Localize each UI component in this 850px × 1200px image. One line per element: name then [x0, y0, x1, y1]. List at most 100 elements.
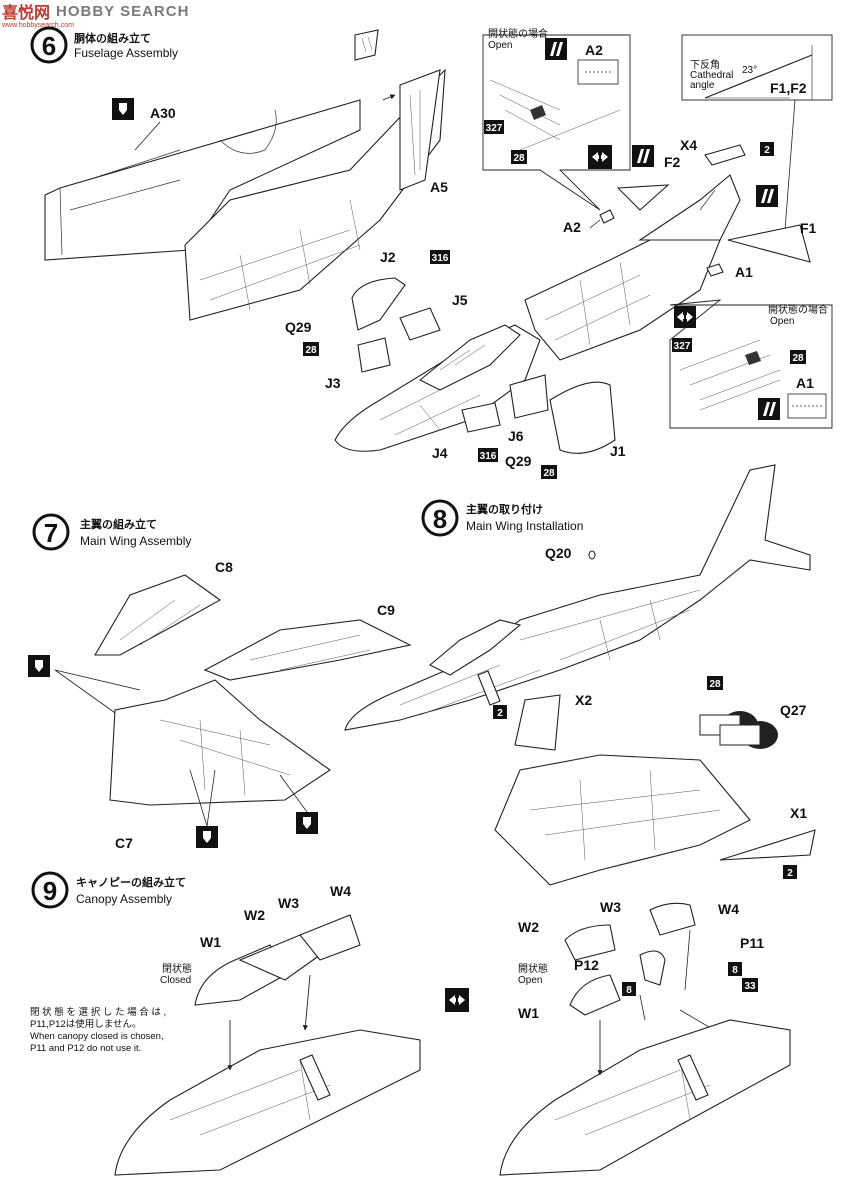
badge-28-q27: 28 — [709, 679, 721, 690]
part-label-j3: J3 — [325, 375, 341, 391]
inset-open-a2-en: Open — [488, 40, 512, 51]
part-label-j5: J5 — [452, 292, 468, 308]
step-7-title-en: Main Wing Assembly — [80, 534, 191, 548]
canopy-open-en: Open — [518, 975, 542, 986]
inset-open-a1-en: Open — [770, 316, 794, 327]
cement-icon-step7 — [28, 655, 50, 677]
part-x1 — [719, 829, 816, 861]
badge-327-inset-bottom: 327 — [674, 341, 691, 352]
step-8: 8 主翼の取り付け Main Wing Installation Q20 2 X… — [344, 464, 816, 886]
part-label-w3-closed: W3 — [278, 895, 299, 911]
part-label-p11: P11 — [740, 935, 764, 951]
canopy-closed-en: Closed — [160, 975, 191, 986]
watermark-url: www.hobbysearch.com — [2, 22, 74, 29]
part-label-q20: Q20 — [545, 545, 572, 561]
step-7-circle — [32, 513, 70, 551]
canopy-note-jp-2: P11,P12は使用しません。 — [30, 1018, 141, 1030]
part-label-j4: J4 — [432, 445, 448, 461]
badge-316-step6-top: 316 — [432, 253, 449, 264]
step-7-number: 7 — [44, 518, 58, 548]
badge-8-p12: 8 — [626, 985, 632, 996]
part-f2 — [616, 184, 670, 211]
step-8-circle — [421, 499, 459, 537]
inset-open-a1: 開状態の場合 Open 327 28 A1 — [669, 299, 833, 429]
apply-decal-icon-f2 — [632, 145, 654, 167]
aircraft-step8-drawing — [344, 464, 811, 731]
cement-icon-step7-c — [296, 812, 318, 834]
part-label-c9: C9 — [377, 602, 395, 618]
step-7: 7 主翼の組み立て Main Wing Assembly C8 C9 C7 — [28, 513, 412, 851]
badge-2-x2: 2 — [497, 708, 503, 719]
part-label-x1: X1 — [790, 805, 807, 821]
part-j3 — [357, 337, 391, 373]
part-label-w2-open: W2 — [518, 919, 539, 935]
step-9-title-en: Canopy Assembly — [76, 892, 172, 906]
part-label-a1-inset: A1 — [796, 375, 814, 391]
badge-28-step6-bottom: 28 — [543, 468, 555, 479]
canopy-closed-jp: 閉状態 — [162, 962, 192, 975]
step-6-circle — [30, 26, 68, 64]
part-label-j6: J6 — [508, 428, 524, 444]
canopy-note-en-1: When canopy closed is chosen, — [30, 1031, 164, 1042]
part-label-w2-closed: W2 — [244, 907, 265, 923]
step-9-number: 9 — [43, 876, 57, 906]
part-label-a1: A1 — [735, 264, 753, 280]
badge-28-step6-left: 28 — [305, 345, 317, 356]
badge-2-x4: 2 — [764, 145, 770, 156]
part-label-x2: X2 — [575, 692, 592, 708]
part-label-c7: C7 — [115, 835, 133, 851]
nose-section-drawing — [334, 324, 541, 452]
badge-28-inset-top: 28 — [513, 153, 525, 164]
canopy-open-drawing — [564, 902, 696, 1016]
badge-8-p11: 8 — [732, 965, 738, 976]
watermark-text: HOBBY SEARCH — [56, 2, 190, 20]
badge-2-x1: 2 — [787, 868, 793, 879]
canopy-note-en-2: P11 and P12 do not use it. — [30, 1043, 141, 1054]
part-label-x4: X4 — [680, 137, 697, 153]
step-9-title-jp: キャノピーの組み立て — [76, 875, 186, 889]
step-7-title-jp: 主翼の組み立て — [80, 517, 157, 531]
watermark: 喜悦网 HOBBY SEARCH — [2, 0, 190, 23]
part-j1 — [549, 381, 616, 454]
move-arrows-icon — [588, 145, 612, 169]
part-j2 — [351, 277, 406, 331]
badge-28-inset-bottom: 28 — [792, 353, 804, 364]
part-q27 — [699, 711, 778, 749]
move-arrows-icon-a1 — [674, 306, 696, 328]
step-6-number: 6 — [42, 31, 56, 61]
part-label-w1-closed: W1 — [200, 934, 221, 950]
center-fuselage-drawing — [524, 174, 741, 361]
forward-fuselage-closed — [114, 1029, 421, 1176]
dihedral-jp: 下反角 — [690, 59, 720, 71]
move-arrows-icon-step9 — [445, 988, 469, 1012]
dihedral-en-2: angle — [690, 80, 715, 91]
part-f1 — [727, 224, 811, 263]
dihedral-angle: 23° — [742, 65, 757, 76]
part-j4 — [461, 402, 501, 433]
part-label-a2-inset: A2 — [585, 42, 603, 58]
inset-open-a2: 開状態の場合 Open A2 327 28 — [482, 27, 631, 211]
badge-316-step6-bottom: 316 — [480, 451, 497, 462]
part-label-q29-a: Q29 — [285, 319, 312, 335]
part-label-f1: F1 — [800, 220, 817, 236]
step-6-title-jp: 胴体の組み立て — [74, 31, 151, 45]
part-label-w4-open: W4 — [718, 901, 739, 917]
inset-open-a1-jp: 開状態の場合 — [768, 303, 828, 316]
watermark-logo: 喜悦网 — [2, 3, 51, 22]
step-6-title-en: Fuselage Assembly — [74, 46, 178, 60]
part-label-p12: P12 — [574, 957, 599, 973]
rear-fuselage-drawing — [44, 29, 446, 321]
step-8-title-jp: 主翼の取り付け — [466, 502, 543, 516]
part-j5 — [399, 307, 441, 341]
part-label-c8: C8 — [215, 559, 233, 575]
main-wing-step8 — [494, 754, 751, 886]
dihedral-inset: 下反角 Cathedral angle 23° — [681, 34, 833, 101]
part-x4 — [704, 144, 746, 166]
part-c8 — [94, 574, 222, 656]
part-label-a30: A30 — [150, 105, 176, 121]
part-c9 — [203, 619, 412, 681]
badge-33-p11: 33 — [744, 981, 756, 992]
part-label-w3-open: W3 — [600, 899, 621, 915]
step-6: 6 胴体の組み立て Fuselage Assembly A30 A5 開状態の場… — [30, 26, 833, 479]
